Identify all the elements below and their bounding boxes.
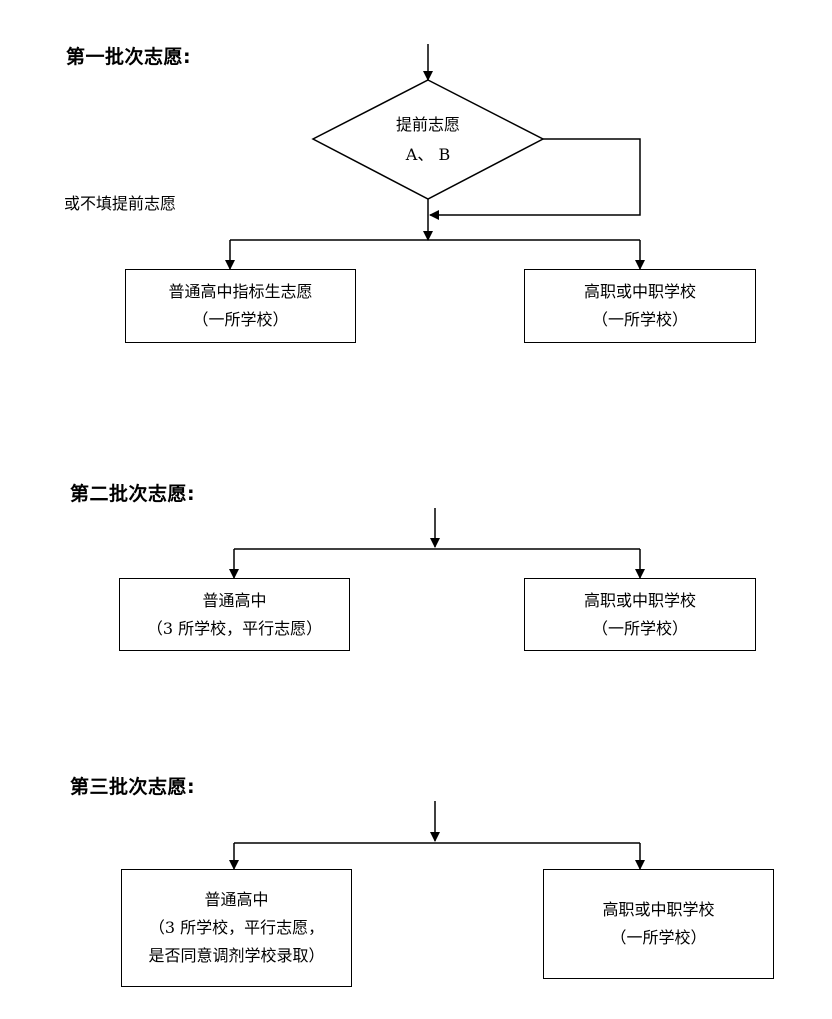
batch3-left-box-line3: 是否同意调剂学校录取） (148, 946, 325, 965)
batch3-left-box-line2: （3 所学校，平行志愿， (148, 918, 325, 937)
batch3-right-box-line2: （一所学校） (610, 928, 707, 947)
decision-label-line1: 提前志愿 (395, 115, 460, 134)
decision-label: 提前志愿 A、 B (348, 110, 508, 170)
batch2-left-box-line1: 普通高中 (202, 590, 267, 610)
batch1-left-box-line2: （一所学校） (192, 310, 289, 329)
batch1-right-box-line1: 高职或中职学校 (583, 282, 696, 301)
batch1-right-box: 高职或中职学校 （一所学校） (524, 269, 756, 343)
batch2-left-box: 普通高中 （3 所学校，平行志愿） (119, 578, 350, 651)
batch3-left-box: 普通高中 （3 所学校，平行志愿， 是否同意调剂学校录取） (121, 869, 352, 987)
batch1-left-box: 普通高中指标生志愿 （一所学校） (125, 269, 356, 343)
batch2-heading: 第二批次志愿: (70, 483, 196, 505)
batch2-left-box-line2: （3 所学校，平行志愿） (146, 618, 323, 638)
skip-loop-connector (429, 138, 641, 220)
batch2-right-box-line1: 高职或中职学校 (583, 590, 696, 610)
batch1-right-box-line2: （一所学校） (591, 310, 688, 329)
batch1-left-box-line1: 普通高中指标生志愿 (168, 282, 313, 301)
batch3-heading: 第三批次志愿: (70, 776, 196, 798)
batch3-right-box: 高职或中职学校 （一所学校） (543, 869, 774, 979)
batch3-right-box-line1: 高职或中职学校 (602, 900, 715, 919)
batch1-heading: 第一批次志愿: (66, 46, 192, 68)
batch2-right-box-line2: （一所学校） (591, 618, 688, 638)
batch3-left-box-line1: 普通高中 (204, 890, 269, 909)
decision-label-line2: A、 B (405, 145, 451, 164)
skip-note: 或不填提前志愿 (64, 194, 177, 213)
batch2-right-box: 高职或中职学校 （一所学校） (524, 578, 756, 651)
